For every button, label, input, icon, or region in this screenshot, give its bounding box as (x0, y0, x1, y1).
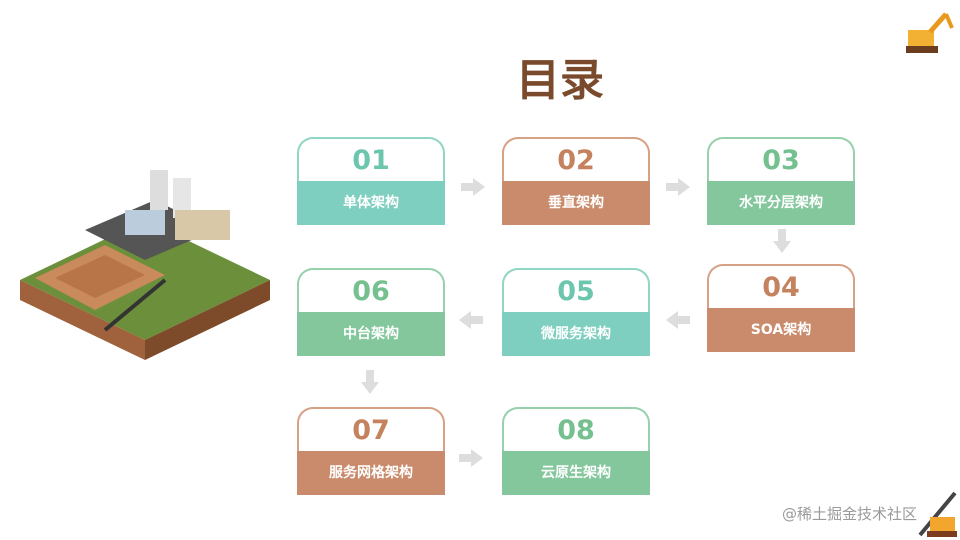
mine-illustration (20, 170, 270, 360)
arrow-left-icon (459, 311, 483, 329)
item-label: 服务网格架构 (297, 451, 445, 495)
arrow-down-icon (361, 370, 379, 394)
arrow-right-icon (459, 449, 483, 467)
item-label: 水平分层架构 (707, 181, 855, 225)
excavator-icon (906, 12, 954, 53)
item-label: 微服务架构 (502, 312, 650, 356)
arrow-down-icon (773, 229, 791, 253)
page-title: 目录 (516, 55, 604, 106)
item-number: 01 (297, 137, 445, 181)
item-number: 02 (502, 137, 650, 181)
item-number: 08 (502, 407, 650, 451)
item-number: 05 (502, 268, 650, 312)
item-number: 04 (707, 264, 855, 308)
item-label: 单体架构 (297, 181, 445, 225)
watermark: @稀土掘金技术社区 (782, 505, 918, 523)
item-label: 云原生架构 (502, 451, 650, 495)
item-number: 07 (297, 407, 445, 451)
item-label: 中台架构 (297, 312, 445, 356)
item-number: 06 (297, 268, 445, 312)
arrow-left-icon (666, 311, 690, 329)
arrow-right-icon (666, 178, 690, 196)
arrow-right-icon (461, 178, 485, 196)
item-number: 03 (707, 137, 855, 181)
item-label: SOA架构 (707, 308, 855, 352)
item-label: 垂直架构 (502, 181, 650, 225)
crane-icon (918, 491, 957, 537)
